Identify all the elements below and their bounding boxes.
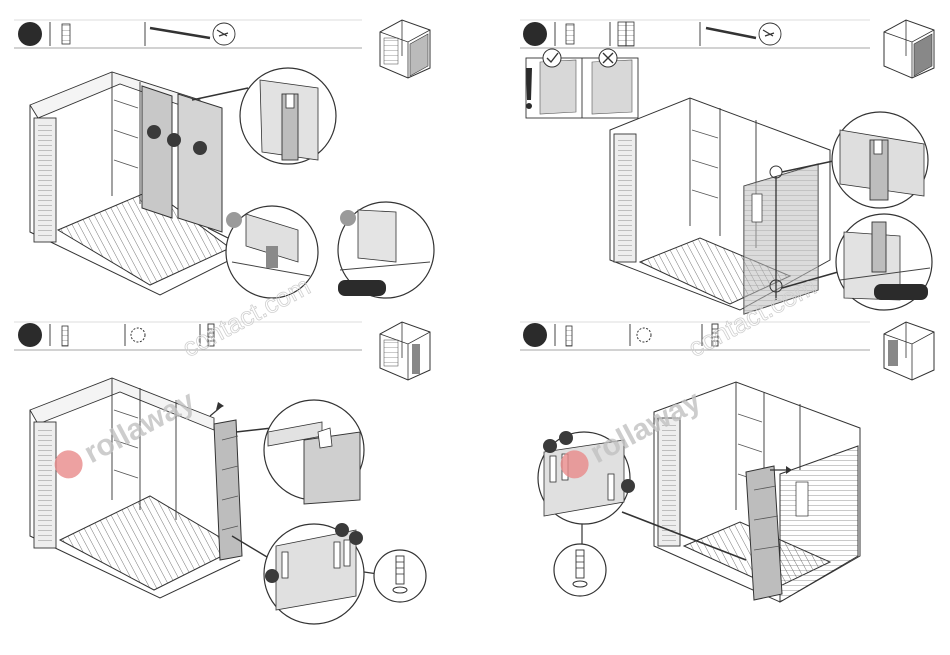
long-rail-icon: [150, 28, 210, 38]
part-marker: [559, 431, 573, 445]
tool-tag: [338, 280, 386, 296]
part-marker: [193, 141, 207, 155]
detail-correct-wrong: [526, 49, 638, 118]
warning-mark: [526, 68, 532, 100]
corner-post-icon: [62, 326, 68, 346]
wrong-mark: [599, 49, 617, 67]
shed-thumbnail: [884, 322, 934, 380]
detail-anchors: [232, 523, 364, 624]
corner-post-icon: [566, 326, 572, 346]
detail-single-anchor: [554, 524, 606, 596]
shed-thumbnail: [380, 322, 430, 380]
step-number-badge: [18, 22, 42, 46]
part-marker: [265, 569, 279, 583]
step-number-badge: [523, 22, 547, 46]
long-rail-icon: [706, 28, 756, 38]
double-panel-icon: [618, 22, 634, 46]
ring-washer-icon: [131, 328, 145, 342]
step-panel-top-right: [520, 20, 934, 314]
wall-panel-icon: [62, 24, 70, 44]
part-marker: [335, 523, 349, 537]
detail-single-anchor: [364, 550, 426, 602]
wall-panel-being-installed: [142, 86, 222, 232]
step-number-badge: [523, 323, 547, 347]
part-marker: [621, 479, 635, 493]
part-marker: [349, 531, 363, 545]
part-marker: [167, 133, 181, 147]
tool-tag: [874, 284, 928, 300]
wall-panel-icon: [566, 24, 574, 44]
detail-corner-cap: [236, 400, 364, 504]
correct-mark: [543, 49, 561, 67]
detail-floor-lock: [338, 202, 434, 298]
step-number-badge: [18, 323, 42, 347]
screw-pack-icon: [759, 23, 781, 45]
shed-thumbnail: [380, 20, 430, 78]
ring-washer-icon: [637, 328, 651, 342]
screw-pack-icon: [213, 23, 235, 45]
part-marker: [147, 125, 161, 139]
step-panel-top-left: [14, 20, 434, 298]
shed-thumbnail: [884, 20, 934, 78]
part-marker: [543, 439, 557, 453]
